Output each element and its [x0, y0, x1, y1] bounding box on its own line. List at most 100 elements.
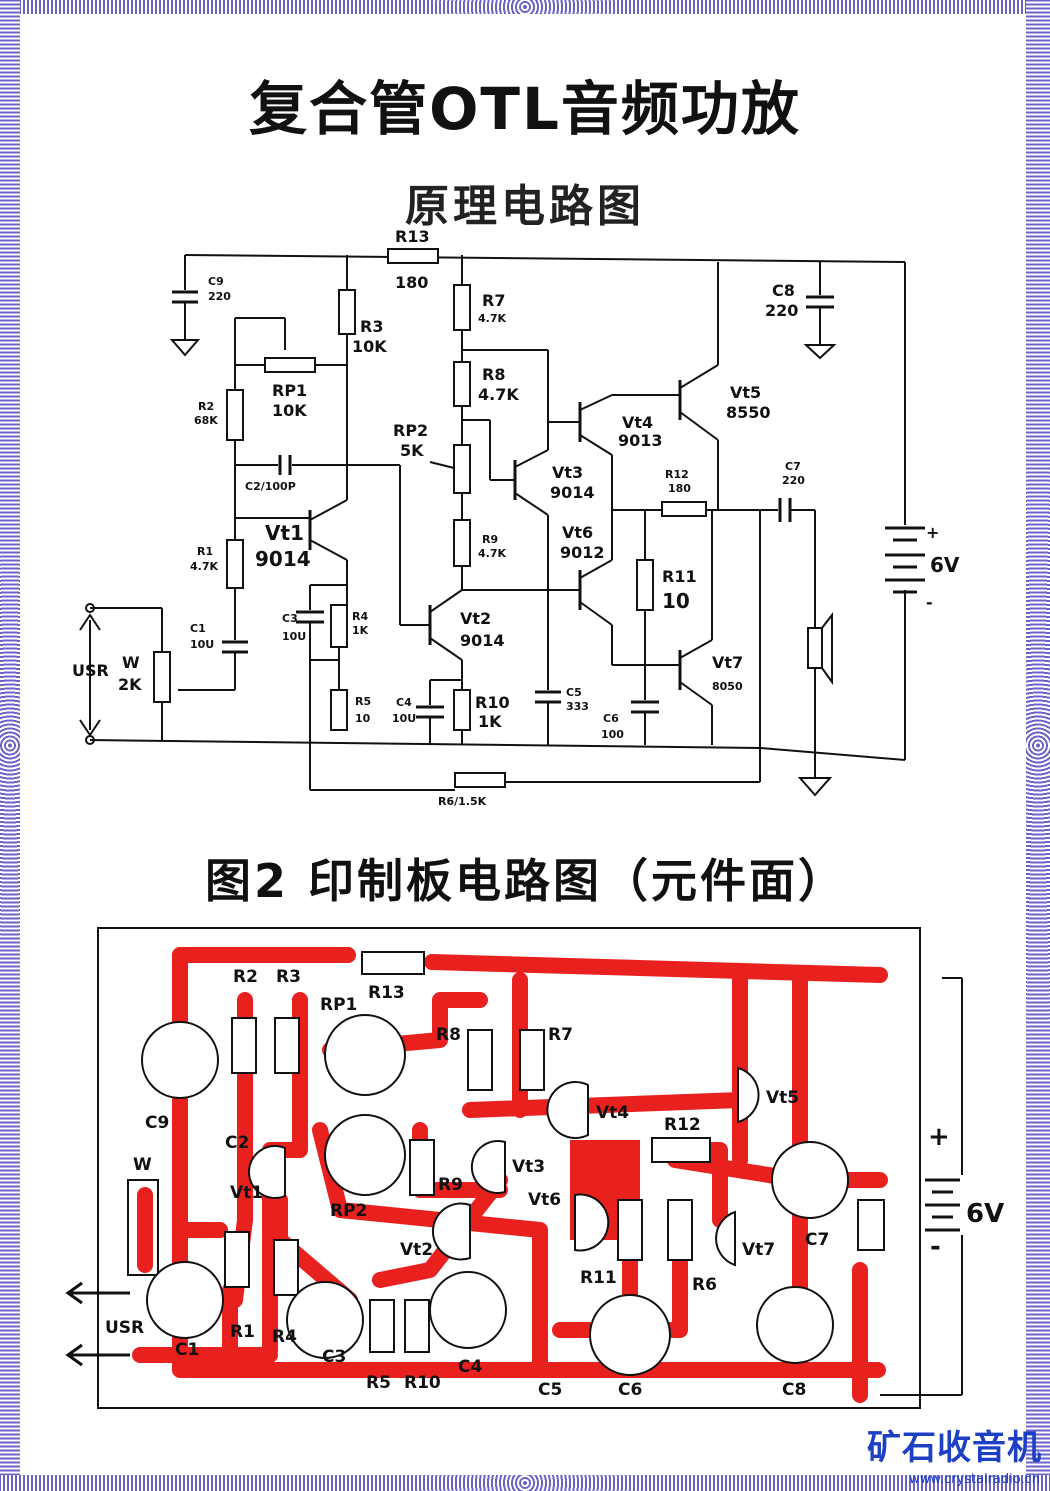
pcb-diagram: R2 R3 R13 RP1 R8 R7 C9 C2 Vt1 RP2 R9 Vt4… [65, 927, 1004, 1409]
pcb-vt2 [432, 1202, 471, 1261]
r3-resistor [338, 289, 356, 335]
vt1-value: 9014 [255, 547, 311, 571]
pcb-vt5 [737, 1066, 760, 1124]
decorative-border-top [0, 0, 1050, 14]
r13-resistor [387, 248, 439, 264]
rp2-value: 5K [400, 441, 424, 460]
pcb-c8 [756, 1286, 834, 1364]
rp1-label: RP1 [272, 381, 307, 400]
pcb-label-r6: R6 [692, 1275, 717, 1295]
r12-value: 180 [668, 482, 691, 495]
pcb-label-c9: C9 [145, 1113, 169, 1133]
pcb-label-vt2: Vt2 [400, 1240, 433, 1260]
pcb-c6 [589, 1294, 671, 1376]
r9-value: 4.7K [478, 547, 506, 560]
w-potentiometer [153, 651, 171, 703]
r9-label: R9 [482, 533, 498, 546]
pcb-label-w: W [133, 1155, 152, 1175]
r4-label: R4 [352, 610, 368, 623]
r2-label: R2 [198, 400, 214, 413]
pcb-label-r9: R9 [438, 1175, 463, 1195]
pcb-label-minus: - [930, 1232, 941, 1262]
pcb-label-vt6: Vt6 [528, 1190, 561, 1210]
pcb-w [127, 1179, 159, 1276]
c2-label: C2/100P [245, 480, 296, 493]
r12-resistor [661, 501, 707, 517]
r2-resistor [226, 389, 244, 441]
r5-label: R5 [355, 695, 371, 708]
c6-value: 100 [601, 728, 624, 741]
pcb-rp2 [324, 1114, 406, 1196]
c8-label: C8 [772, 281, 795, 300]
battery-minus: - [926, 593, 933, 612]
pcb-vt4 [546, 1081, 589, 1139]
r11-label: R11 [662, 567, 697, 586]
r13-label: R13 [395, 227, 430, 246]
r7-label: R7 [482, 291, 505, 310]
watermark-url: www.crystalradio.cn [909, 1472, 1040, 1487]
ground-symbol [797, 777, 833, 797]
pcb-label-r8: R8 [436, 1025, 461, 1045]
usr-label: USR [72, 661, 109, 680]
pcb-r11 [617, 1199, 643, 1261]
r1-value: 4.7K [190, 560, 218, 573]
c4-value: 10U [392, 712, 416, 725]
r13-value: 180 [395, 273, 428, 292]
pcb-vt6 [574, 1193, 610, 1252]
page-title: 复合管OTL音频功放 [249, 75, 801, 143]
pcb-label-c2: C2 [225, 1133, 249, 1153]
pcb-vt1 [248, 1145, 286, 1199]
pcb-label-c4: C4 [458, 1357, 482, 1377]
decorative-border-right [1026, 0, 1050, 1491]
r5-value: 10 [355, 712, 371, 725]
pcb-r2 [231, 1017, 257, 1074]
r3-label: R3 [360, 317, 383, 336]
schematic-diagram: R13 180 C9 220 C8 220 R3 10K R7 4.7K R8 … [72, 227, 960, 808]
c3-value: 10U [282, 630, 306, 643]
r7-value: 4.7K [478, 312, 506, 325]
pcb-label-vt5: Vt5 [766, 1088, 799, 1108]
r2-value: 68K [194, 414, 218, 427]
c1-label: C1 [190, 622, 206, 635]
r8-resistor [453, 361, 471, 407]
pcb-label-c5: C5 [538, 1380, 562, 1400]
r8-value: 4.7K [478, 385, 519, 404]
pcb-c3 [286, 1281, 364, 1359]
usr-arrows [65, 1281, 130, 1367]
r5-resistor [330, 689, 348, 731]
c4-label: C4 [396, 696, 412, 709]
pcb-label-r5: R5 [366, 1373, 391, 1393]
c3-label: C3 [282, 612, 298, 625]
r11-resistor [636, 559, 654, 611]
pcb-c9 [141, 1021, 219, 1099]
battery-plus: + [926, 523, 939, 542]
pcb-rp1 [324, 1014, 406, 1096]
pcb-label-r1: R1 [230, 1322, 255, 1342]
c7-value: 220 [782, 474, 805, 487]
ground-symbol [169, 339, 201, 357]
pcb-label-rp1: RP1 [320, 995, 357, 1015]
r7-resistor [453, 284, 471, 331]
pcb-label-plus: + [928, 1122, 950, 1152]
c6-label: C6 [603, 712, 619, 725]
pcb-c7 [771, 1141, 849, 1219]
vt5-label: Vt5 [730, 383, 761, 402]
pcb-label-usr: USR [105, 1318, 144, 1338]
pcb-label-c3: C3 [322, 1347, 346, 1367]
pcb-c4 [429, 1271, 507, 1349]
schematic-title: 原理电路图 [405, 181, 645, 232]
pcb-label-r2: R2 [233, 967, 258, 987]
c7-label: C7 [785, 460, 801, 473]
battery-symbol [885, 526, 925, 594]
vt2-value: 9014 [460, 631, 505, 650]
c8-value: 220 [765, 301, 798, 320]
watermark-logo: 矿石收音机 [867, 1428, 1042, 1468]
ground-symbol [803, 344, 837, 360]
w-label: W [122, 653, 140, 672]
pcb-speaker [857, 1199, 885, 1251]
c9-label: C9 [208, 275, 224, 288]
pcb-r9 [409, 1139, 435, 1196]
pcb-label-r12: R12 [664, 1115, 701, 1135]
rp1-value: 10K [272, 401, 307, 420]
